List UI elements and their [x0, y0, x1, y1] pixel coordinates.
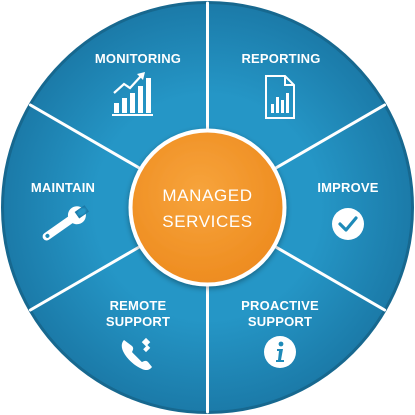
- segment-label-reporting: REPORTING: [241, 51, 320, 66]
- segment-reporting: REPORTING: [241, 51, 320, 119]
- segment-label-maintain: MAINTAIN: [31, 180, 95, 195]
- segment-label-remote: REMOTE: [110, 298, 167, 313]
- center-circle: [128, 128, 287, 287]
- bar-chart-growth-icon: [112, 72, 153, 116]
- report-document-icon: [265, 75, 295, 119]
- wrench-icon: [42, 205, 90, 241]
- center-label-line1: MANAGED: [162, 186, 252, 205]
- info-circle-icon: [264, 336, 296, 368]
- center-hub: MANAGED SERVICES: [128, 128, 287, 287]
- segment-improve: IMPROVE: [317, 180, 379, 240]
- check-circle-icon: [332, 208, 364, 240]
- center-label-line2: SERVICES: [162, 212, 252, 231]
- segment-proactive-support: PROACTIVE SUPPORT: [241, 298, 319, 368]
- segment-label-improve: IMPROVE: [317, 180, 378, 195]
- segment-label-proactive: PROACTIVE: [241, 298, 319, 313]
- segment-label-support-left: SUPPORT: [106, 314, 170, 329]
- segment-monitoring: MONITORING: [95, 51, 181, 116]
- segment-label-support-right: SUPPORT: [248, 314, 312, 329]
- segment-label-monitoring: MONITORING: [95, 51, 181, 66]
- segment-maintain: MAINTAIN: [31, 180, 95, 241]
